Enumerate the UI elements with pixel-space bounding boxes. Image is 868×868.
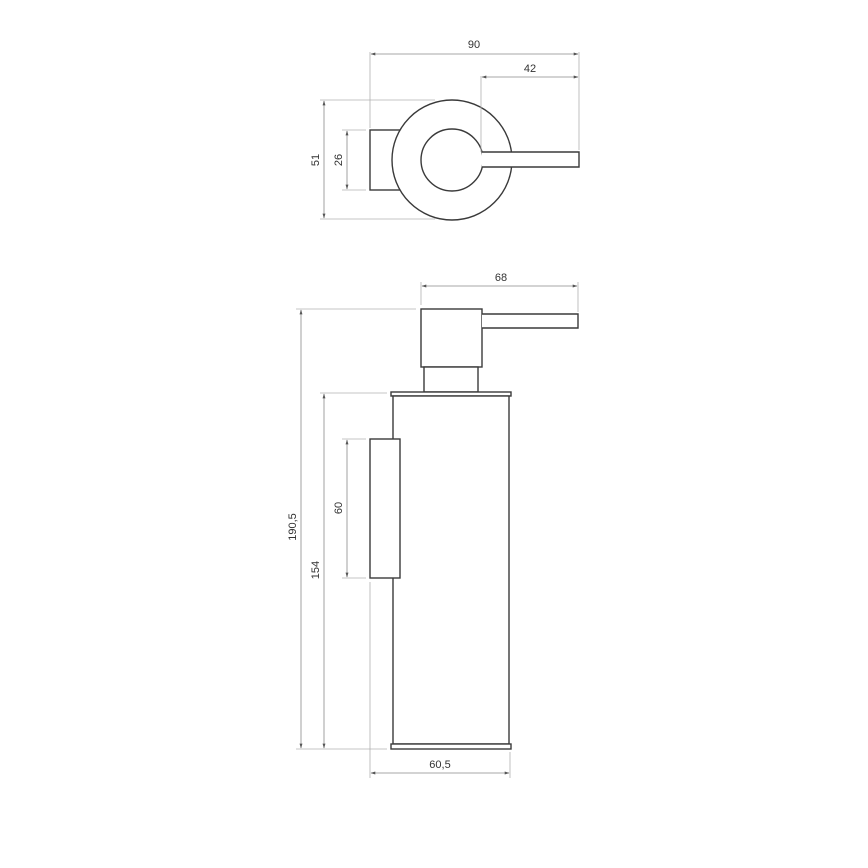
dim-label-pump-to-lever-tip: 68	[495, 272, 507, 284]
bottle-body	[392, 395, 510, 745]
dim-label-lever-length: 42	[524, 63, 536, 75]
dim-label-outer-diameter: 51	[310, 154, 322, 166]
pump-neck	[423, 366, 479, 393]
dim-label-bracket-height-top: 26	[333, 154, 345, 166]
pump-head	[420, 308, 483, 368]
dim-label-overall-length: 90	[468, 39, 480, 51]
bottle-bottom-cap	[390, 743, 512, 750]
top-view: 90 42 51 26	[310, 39, 580, 221]
pump-lever	[482, 313, 579, 329]
dim-label-body-height: 154	[310, 561, 322, 579]
front-view: 68 190,5 154 60 60,5	[287, 272, 579, 778]
dim-label-bracket-height-front: 60	[333, 502, 345, 514]
dim-label-overall-height: 190,5	[287, 513, 299, 541]
front-wall-bracket	[369, 438, 401, 579]
top-inner-circle	[420, 128, 484, 192]
top-lever	[482, 151, 580, 168]
dim-label-body-depth: 60,5	[429, 759, 450, 771]
